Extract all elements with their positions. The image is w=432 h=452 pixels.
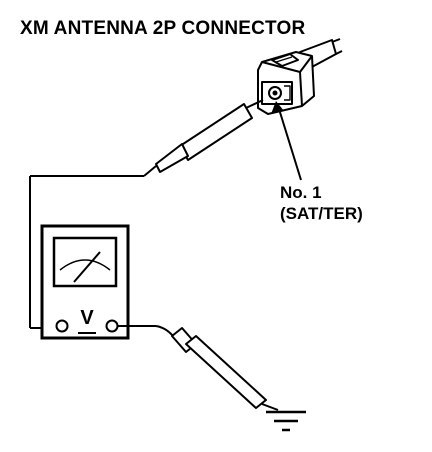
pin-function-label: (SAT/TER) (280, 204, 363, 223)
diagram-title: XM ANTENNA 2P CONNECTOR (20, 18, 306, 39)
ground-symbol-icon (266, 410, 306, 432)
xm-antenna-connector-icon (257, 38, 343, 115)
voltmeter-icon (40, 224, 130, 340)
pin-callout-arrow (271, 101, 302, 181)
test-probe-icon (118, 325, 279, 411)
meter-unit-label: V (80, 307, 94, 329)
test-probe-icon (30, 99, 264, 177)
pin-number-label: No. 1 (280, 183, 322, 202)
pin-callout: No. 1 (SAT/TER) (280, 182, 363, 224)
